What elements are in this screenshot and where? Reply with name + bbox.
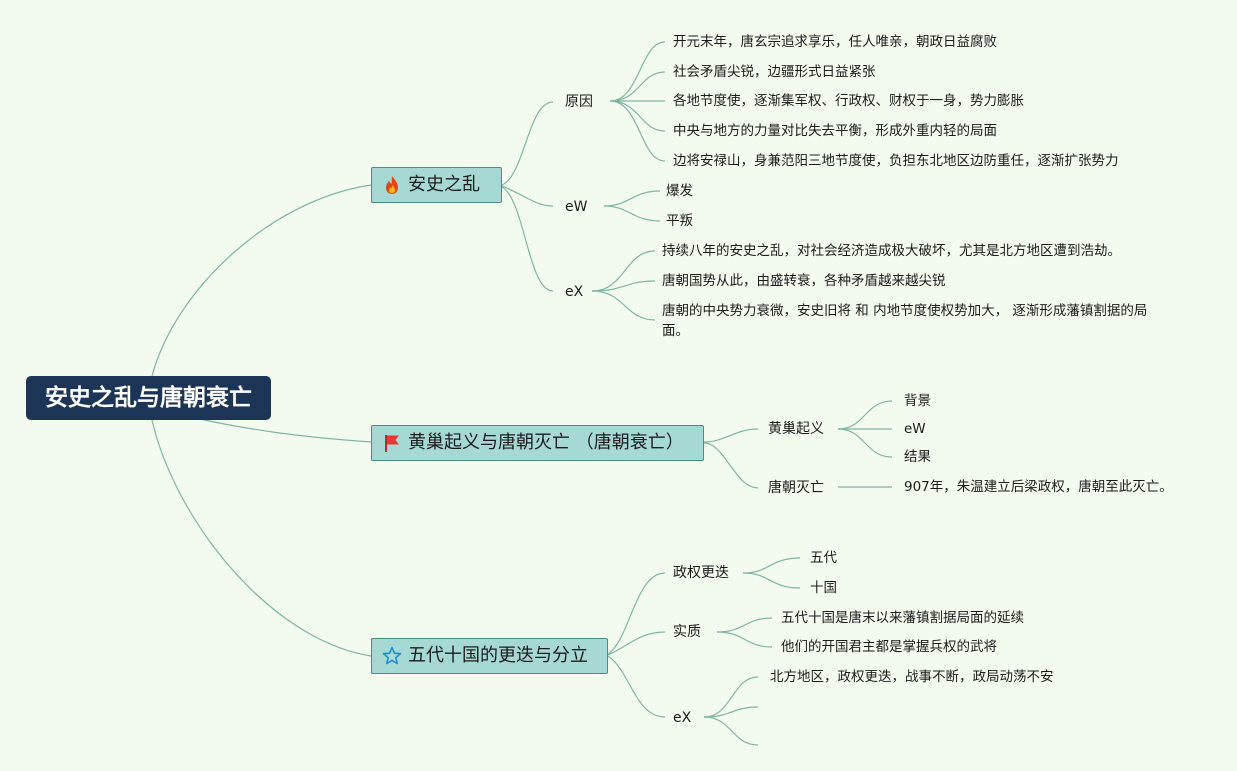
connector bbox=[716, 617, 773, 633]
leaf-item[interactable]: 边将安禄山，身兼范阳三地节度使，负担东北地区边防重任，逐渐扩张势力 bbox=[673, 153, 1119, 169]
connector bbox=[703, 676, 759, 718]
leaf-item[interactable]: 北方地区，政权更迭，战事不断，政局动荡不安 bbox=[770, 669, 1054, 685]
leaf-item[interactable]: 爆发 bbox=[666, 183, 693, 199]
connector bbox=[607, 572, 666, 655]
leaf-item[interactable]: 平叛 bbox=[666, 213, 693, 229]
leaf-item[interactable]: 907年，朱温建立后梁政权，唐朝至此灭亡。 bbox=[904, 479, 1173, 495]
branch-ew[interactable]: eW bbox=[565, 199, 588, 215]
connector bbox=[837, 428, 893, 458]
leaf-item[interactable]: 五代十国是唐末以来藩镇割据局面的延续 bbox=[781, 610, 1024, 626]
leaf-item[interactable]: 各地节度使，逐渐集军权、行政权、财权于一身，势力膨胀 bbox=[673, 93, 1024, 109]
topic-five-dynasties[interactable]: 五代十国的更迭与分立 bbox=[371, 638, 608, 674]
topic-an-shi-rebellion[interactable]: 安史之乱 bbox=[371, 167, 502, 203]
connector bbox=[591, 250, 656, 292]
leaf-item[interactable]: 唐朝的中央势力衰微，安史旧将 和 内地节度使权势加大， 逐渐形成藩镇割据的局面。 bbox=[662, 303, 1148, 339]
connector bbox=[603, 205, 661, 222]
connector bbox=[609, 71, 666, 102]
connector bbox=[742, 572, 801, 589]
connector bbox=[837, 400, 893, 430]
red-flag-icon bbox=[382, 433, 402, 453]
leaf-item[interactable]: 结果 bbox=[904, 449, 931, 465]
connector bbox=[609, 100, 666, 132]
topic-label: 安史之乱 bbox=[408, 174, 480, 195]
topic-label: 五代十国的更迭与分立 bbox=[408, 645, 588, 666]
connector bbox=[703, 706, 759, 718]
topic-huang-chao-uprising[interactable]: 黄巢起义与唐朝灭亡 （唐朝衰亡） bbox=[371, 425, 704, 461]
topic-label: 黄巢起义与唐朝灭亡 （唐朝衰亡） bbox=[408, 432, 684, 453]
connector bbox=[151, 419, 372, 657]
leaf-item[interactable]: 五代 bbox=[810, 550, 837, 566]
branch-ex[interactable]: eX bbox=[673, 710, 692, 726]
fire-icon bbox=[382, 175, 402, 195]
connector bbox=[603, 190, 661, 207]
branch-tang-fall[interactable]: 唐朝灭亡 bbox=[768, 480, 824, 496]
root-topic[interactable]: 安史之乱与唐朝衰亡 bbox=[26, 376, 271, 420]
leaf-item[interactable]: 他们的开国君主都是掌握兵权的武将 bbox=[781, 639, 997, 655]
leaf-item[interactable]: 背景 bbox=[904, 393, 931, 409]
leaf-item[interactable]: 唐朝国势从此，由盛转衰，各种矛盾越来越尖锐 bbox=[662, 273, 946, 289]
leaf-item[interactable]: 开元末年，唐玄宗追求享乐，任人唯亲，朝政日益腐败 bbox=[673, 34, 997, 50]
connector bbox=[716, 631, 773, 648]
connector bbox=[591, 280, 656, 292]
connector bbox=[607, 655, 666, 718]
leaf-item[interactable]: 持续八年的安史之乱，对社会经济造成极大破坏，尤其是北方地区遭到浩劫。 bbox=[662, 243, 1121, 259]
connector bbox=[501, 186, 554, 292]
connector bbox=[742, 557, 801, 574]
leaf-item[interactable]: 十国 bbox=[810, 580, 837, 596]
connector bbox=[501, 101, 554, 186]
leaf-item[interactable]: 中央与地方的力量对比失去平衡，形成外重内轻的局面 bbox=[673, 123, 997, 139]
branch-essence[interactable]: 实质 bbox=[673, 624, 701, 640]
connector bbox=[591, 290, 656, 321]
connector bbox=[703, 442, 759, 489]
branch-ex[interactable]: eX bbox=[565, 284, 584, 300]
connector bbox=[607, 631, 666, 656]
connector bbox=[703, 428, 759, 443]
branch-causes[interactable]: 原因 bbox=[565, 94, 593, 110]
connector bbox=[609, 41, 666, 102]
leaf-item[interactable]: 社会矛盾尖锐，边疆形式日益紧张 bbox=[673, 64, 876, 80]
connector bbox=[501, 185, 554, 207]
branch-huang-chao[interactable]: 黄巢起义 bbox=[768, 421, 824, 437]
branch-regime-change[interactable]: 政权更迭 bbox=[673, 565, 729, 581]
connector bbox=[609, 100, 666, 162]
star-icon bbox=[382, 646, 402, 666]
connector bbox=[151, 184, 372, 377]
connector bbox=[703, 716, 759, 746]
leaf-item[interactable]: eW bbox=[904, 421, 926, 437]
connector bbox=[194, 417, 372, 443]
